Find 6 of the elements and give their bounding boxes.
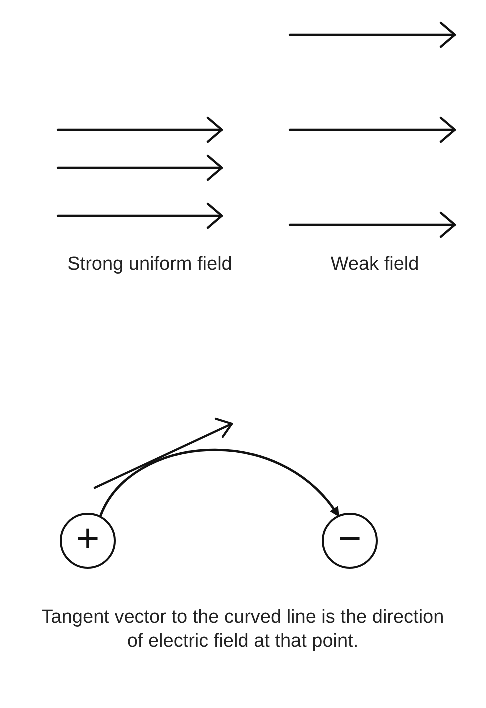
charge-sign: + — [76, 519, 100, 559]
caption-text: Tangent vector to the curved line is the direction of electric field at that point. — [40, 606, 446, 654]
field-label: Strong uniform field — [66, 253, 234, 277]
field-label: Weak field — [330, 253, 420, 277]
charge-sign: − — [338, 519, 362, 559]
field-line-arrow — [100, 449, 340, 518]
